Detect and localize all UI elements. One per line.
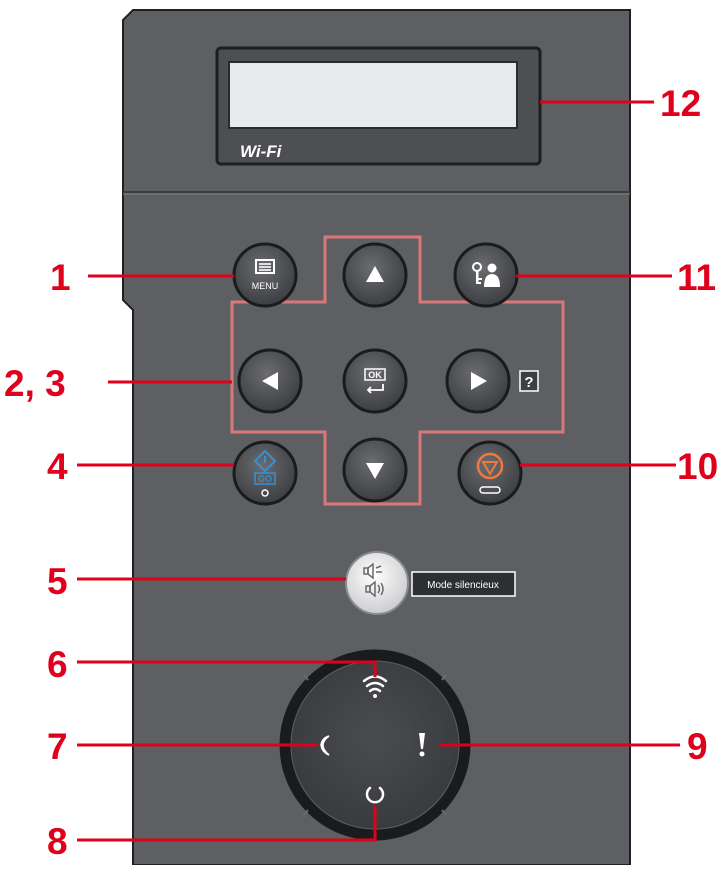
panel-body	[122, 9, 631, 866]
callout-11: 11	[677, 257, 717, 298]
quiet-mode-button[interactable]	[345, 551, 409, 615]
attention-exclamation-icon	[419, 733, 425, 757]
callout-10: 10	[677, 446, 719, 487]
arrow-up-icon	[366, 266, 384, 282]
arrow-left-button[interactable]	[237, 348, 303, 414]
sleep-moon-icon	[320, 735, 330, 756]
help-indicator: ?	[519, 370, 539, 392]
menu-icon	[255, 259, 275, 274]
stop-button[interactable]	[457, 440, 523, 506]
quiet-mode-label-box: Mode silencieux	[411, 571, 516, 597]
wifi-brand-label: Wi-Fi	[240, 142, 283, 161]
arrow-down-icon	[366, 463, 384, 479]
arrow-right-icon	[471, 372, 487, 390]
ok-enter-icon	[366, 384, 384, 394]
go-indicator-led	[261, 489, 269, 497]
callout-1: 1	[50, 257, 71, 298]
quiet-mode-icon	[363, 562, 384, 598]
authentication-button[interactable]	[453, 242, 519, 308]
authentication-icon	[472, 262, 500, 287]
callout-12: 12	[660, 83, 702, 124]
go-start-icon	[253, 449, 277, 485]
callout-6: 6	[47, 644, 68, 685]
arrow-key-highlight	[230, 235, 565, 506]
go-button[interactable]: GO	[232, 440, 298, 506]
stop-icon	[476, 452, 504, 480]
go-label: GO	[258, 474, 272, 484]
menu-button[interactable]: MENU	[232, 242, 298, 308]
callout-5: 5	[47, 561, 68, 602]
callout-7: 7	[47, 726, 68, 767]
menu-label: MENU	[252, 281, 279, 291]
ok-button[interactable]: OK	[342, 348, 408, 414]
callout-4: 4	[47, 446, 68, 487]
callout-2-3: 2, 3	[4, 363, 66, 404]
quiet-mode-label: Mode silencieux	[427, 580, 499, 591]
callout-lines	[77, 100, 680, 842]
callout-8: 8	[47, 821, 68, 862]
lcd-display: Wi-Fi	[215, 46, 542, 166]
help-label: ?	[524, 374, 533, 391]
arrow-down-button[interactable]	[342, 437, 408, 503]
stop-indicator-led	[479, 486, 501, 494]
arrow-right-button[interactable]	[445, 348, 511, 414]
callout-9: 9	[687, 726, 708, 767]
processing-ring-icon	[365, 786, 385, 804]
arrow-left-icon	[262, 372, 278, 390]
ok-label: OK	[368, 370, 382, 380]
arrow-up-button[interactable]	[342, 242, 408, 308]
